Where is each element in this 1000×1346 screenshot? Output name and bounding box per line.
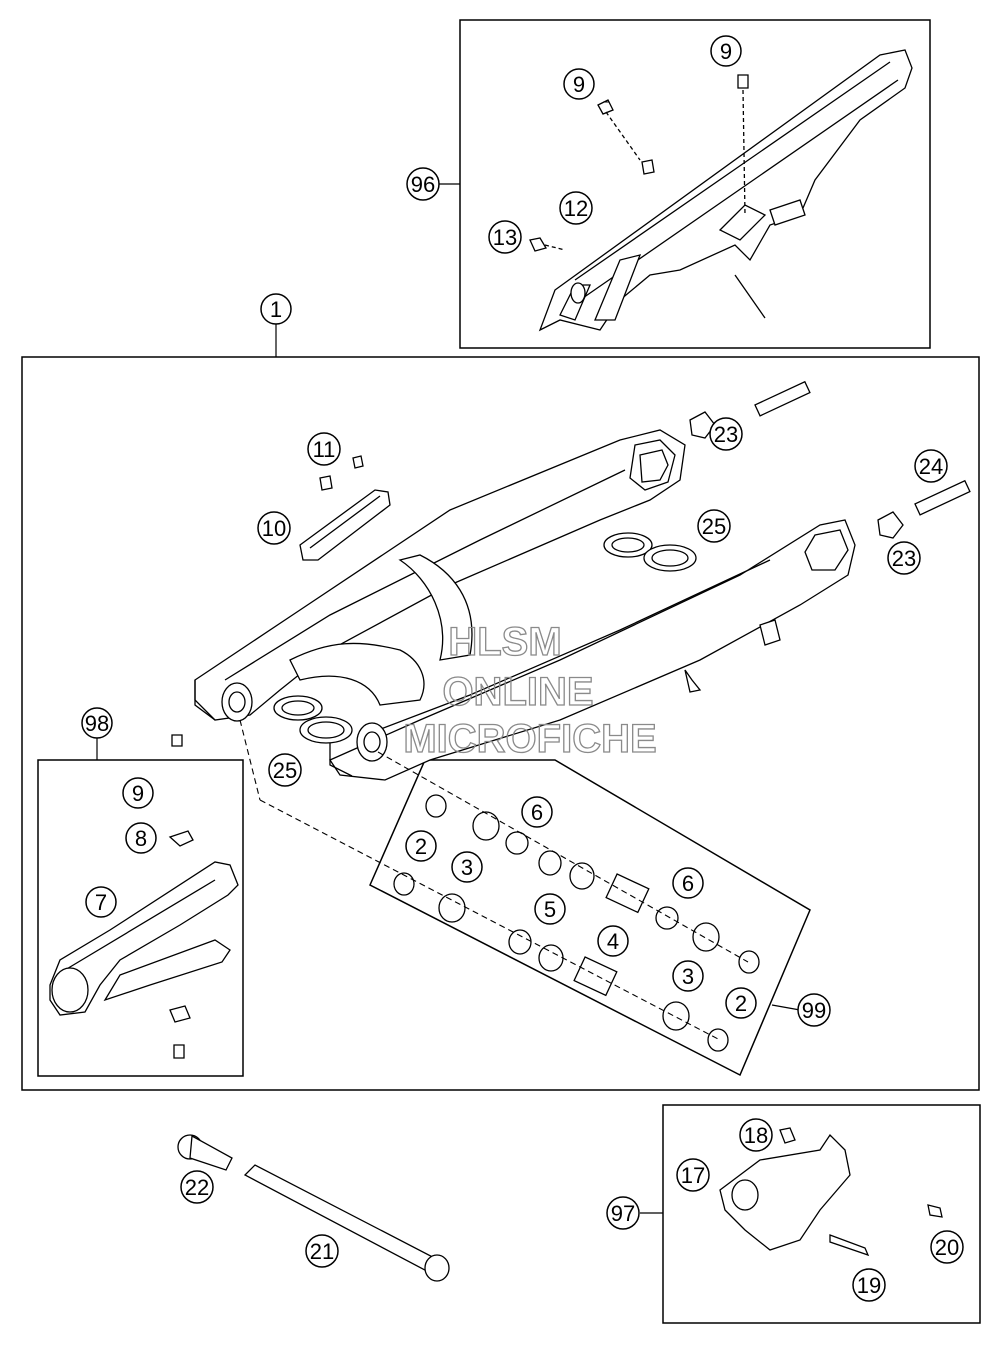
bearing-parts: [393, 794, 760, 1052]
callout-2b: 2: [725, 987, 757, 1019]
svg-text:23: 23: [714, 422, 738, 447]
svg-text:98: 98: [85, 711, 109, 736]
swingarm-drawing: [194, 429, 856, 781]
bearing-kit-box: [369, 759, 811, 1077]
callout-6b: 6: [672, 867, 704, 899]
svg-text:6: 6: [682, 871, 694, 896]
svg-text:7: 7: [95, 890, 107, 915]
watermark-line-3: MICROFICHE: [403, 717, 656, 761]
callout-99: 99: [797, 993, 831, 1027]
callout-13: 13: [488, 220, 522, 254]
pivot-shaft-drawing: [177, 1134, 450, 1282]
svg-text:19: 19: [857, 1273, 881, 1298]
callout-18: 18: [739, 1118, 773, 1152]
svg-text:13: 13: [493, 225, 517, 250]
callout-22: 22: [180, 1170, 214, 1204]
svg-text:20: 20: [935, 1235, 959, 1260]
svg-text:4: 4: [607, 929, 619, 954]
svg-text:25: 25: [273, 758, 297, 783]
axle-adjusters: [689, 380, 971, 539]
svg-text:9: 9: [720, 39, 732, 64]
callout-97: 97: [606, 1196, 640, 1230]
chain-guard-drawing: [529, 49, 913, 332]
watermark-line-1: HLSM: [448, 620, 561, 664]
svg-text:22: 22: [185, 1175, 209, 1200]
svg-text:9: 9: [132, 781, 144, 806]
bearing-axis-lines: [239, 719, 749, 1041]
svg-text:5: 5: [544, 897, 556, 922]
svg-text:23: 23: [892, 546, 916, 571]
callout-21: 21: [305, 1234, 339, 1268]
svg-text:11: 11: [313, 437, 336, 462]
callout-8: 8: [125, 822, 157, 854]
chain-guide-box: [662, 1104, 981, 1324]
svg-text:21: 21: [310, 1239, 334, 1264]
callout-20: 20: [930, 1230, 964, 1264]
svg-text:18: 18: [744, 1123, 768, 1148]
svg-text:96: 96: [411, 172, 435, 197]
svg-text:24: 24: [919, 454, 943, 479]
svg-text:25: 25: [702, 514, 726, 539]
svg-text:3: 3: [461, 855, 473, 880]
callout-12: 12: [559, 191, 593, 225]
callout-98: 98: [81, 707, 113, 739]
callout-96: 96: [406, 167, 440, 201]
svg-text:2: 2: [735, 991, 747, 1016]
chain-slider-box: [37, 759, 244, 1077]
callout-3b: 3: [672, 960, 704, 992]
svg-text:6: 6: [531, 800, 543, 825]
svg-text:3: 3: [682, 964, 694, 989]
callout-2a: 2: [405, 830, 437, 862]
callout-6a: 6: [521, 796, 553, 828]
guide-part-10: [299, 455, 391, 561]
callout-10: 10: [257, 511, 291, 545]
callout-5: 5: [534, 893, 566, 925]
callout-9c: 9: [122, 777, 154, 809]
callout-9b: 9: [710, 35, 742, 67]
swingarm-box: [21, 356, 980, 1091]
svg-text:12: 12: [564, 196, 588, 221]
chain-slider-drawing: [49, 734, 239, 1059]
callout-25a: 25: [697, 509, 731, 543]
group-leaders: [96, 183, 801, 1214]
chain-guide-drawing: [719, 1127, 943, 1257]
callout-11: 11: [307, 432, 341, 466]
svg-text:99: 99: [802, 998, 826, 1023]
callout-23b: 23: [887, 541, 921, 575]
callout-25b: 25: [268, 753, 302, 787]
svg-text:9: 9: [573, 72, 585, 97]
callout-17: 17: [676, 1158, 710, 1192]
svg-text:97: 97: [611, 1201, 635, 1226]
watermark: HLSM ONLINE MICROFICHE: [403, 619, 658, 761]
swingarm-caps: [273, 532, 697, 744]
svg-text:17: 17: [681, 1163, 705, 1188]
svg-text:8: 8: [135, 826, 147, 851]
svg-text:10: 10: [262, 516, 286, 541]
callout-1: 1: [260, 293, 292, 325]
svg-text:1: 1: [270, 297, 282, 322]
watermark-line-2: ONLINE: [442, 670, 593, 714]
callout-labels: 1 96 9 9 12 13 11 10 23 24 25 23 98 25 9…: [81, 35, 964, 1302]
callout-9a: 9: [563, 68, 595, 100]
callout-7: 7: [85, 886, 117, 918]
callout-3a: 3: [451, 851, 483, 883]
callout-24: 24: [914, 449, 948, 483]
callout-4: 4: [597, 925, 629, 957]
callout-23a: 23: [709, 417, 743, 451]
callout-19: 19: [852, 1268, 886, 1302]
svg-text:2: 2: [415, 834, 427, 859]
